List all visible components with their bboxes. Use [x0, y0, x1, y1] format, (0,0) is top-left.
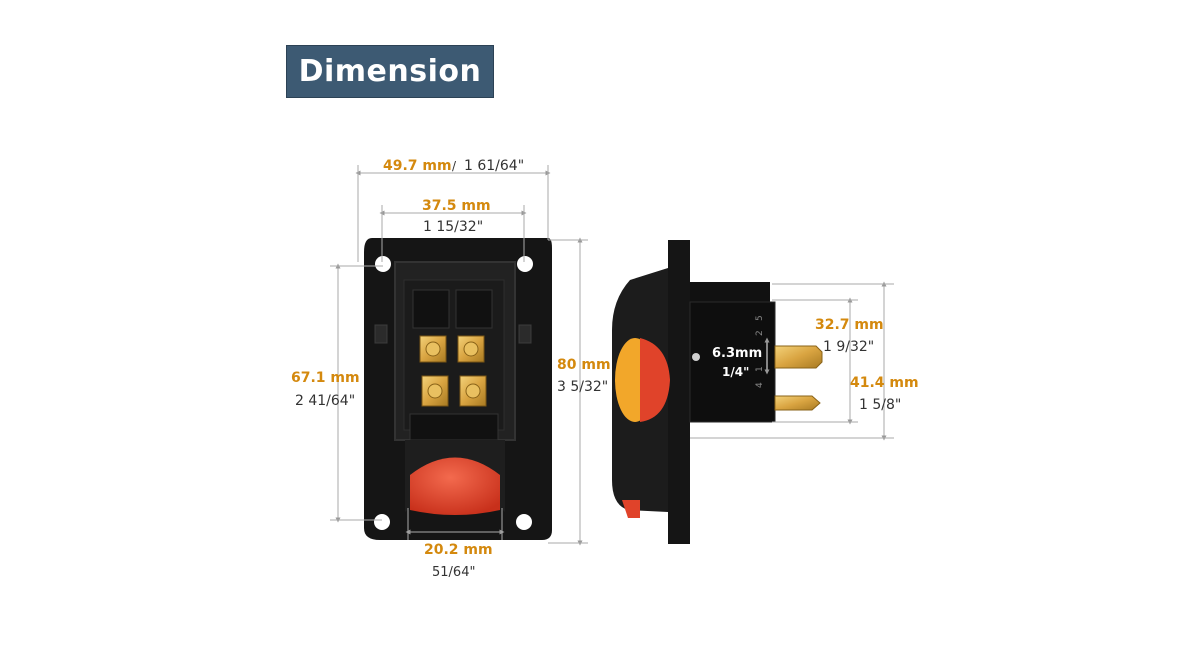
terminal-screws: [419, 335, 487, 407]
overall-height-mm: 80 mm: [557, 357, 611, 373]
hole-spacing-mm: 37.5 mm: [422, 198, 491, 214]
overall-width-mm: 49.7 mm: [383, 158, 452, 174]
overall-width-separator: /: [452, 159, 457, 173]
button-width-mm: 20.2 mm: [424, 542, 493, 558]
terminal-width-inch: 1/4": [722, 365, 749, 379]
side-label: 4: [755, 382, 765, 388]
page-title: Dimension: [286, 45, 494, 98]
mounting-hole: [517, 256, 533, 272]
spade-terminal: [774, 345, 823, 369]
button-width-inch: 51/64": [432, 565, 475, 580]
red-stop-button: [410, 457, 500, 515]
dimension-lines: [330, 165, 894, 546]
hole-vertical-inch: 2 41/64": [295, 393, 355, 409]
side-label: 2: [755, 330, 765, 336]
side-label: 5: [755, 315, 765, 321]
mounting-hole: [375, 256, 391, 272]
overall-width-inch: 1 61/64": [464, 158, 524, 174]
terminal-depth-inch: 1 9/32": [823, 339, 874, 355]
terminal-depth-mm: 32.7 mm: [815, 317, 884, 333]
spade-terminal: [774, 395, 821, 411]
body-height-inch: 1 5/8": [859, 397, 901, 413]
mounting-hole: [374, 514, 390, 530]
mounting-hole: [516, 514, 532, 530]
side-label: 1: [755, 366, 765, 372]
body-height-mm: 41.4 mm: [850, 375, 919, 391]
hole-spacing-inch: 1 15/32": [423, 219, 483, 235]
front-view-switch: [364, 238, 552, 540]
terminal-width-mm: 6.3mm: [712, 346, 762, 361]
overall-height-inch: 3 5/32": [557, 379, 608, 395]
side-view-switch: 2 5 1 4: [612, 240, 823, 544]
hole-vertical-mm: 67.1 mm: [291, 370, 360, 386]
